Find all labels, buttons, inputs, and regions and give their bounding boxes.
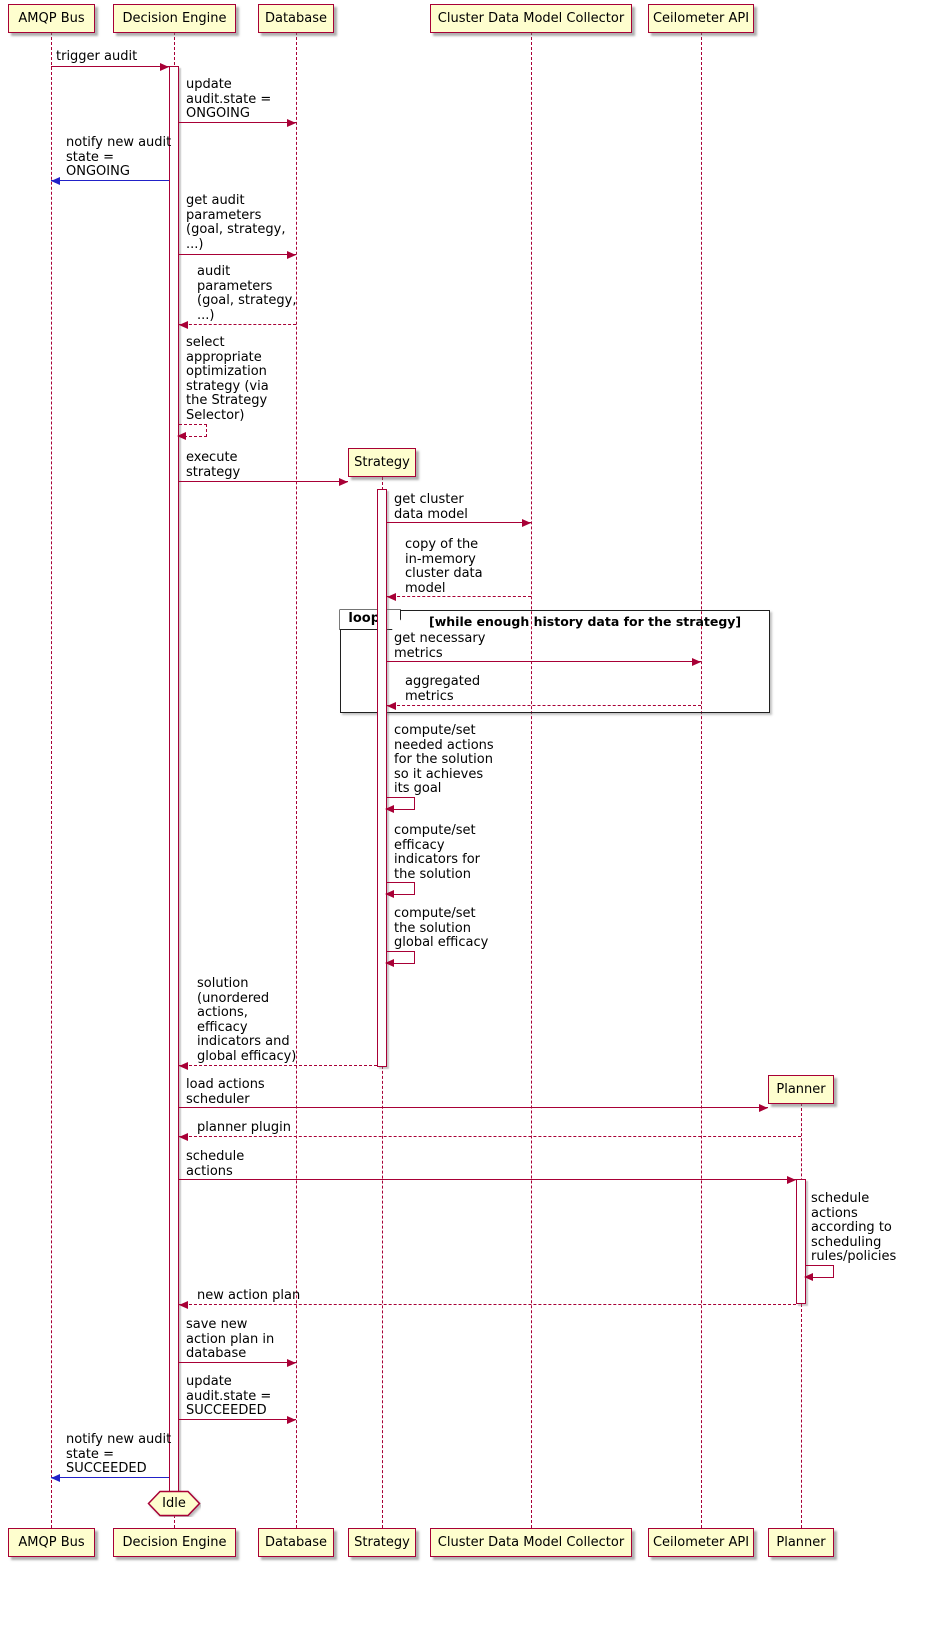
message-new-action-plan: new action plan bbox=[197, 1288, 301, 1303]
participant-bottom-strategy: Strategy bbox=[348, 1528, 416, 1557]
arrow-compute-global-efficacy-self bbox=[385, 951, 415, 967]
participant-bottom-amqp-bus: AMQP Bus bbox=[8, 1528, 95, 1557]
message-select-strategy: select appropriate optimization strategy… bbox=[186, 335, 269, 423]
arrow-aggregated-metrics bbox=[387, 702, 701, 710]
arrow-notify-succeeded bbox=[51, 1474, 169, 1482]
hexagon-icon bbox=[147, 1490, 201, 1517]
participant-top-ceilometer-api: Ceilometer API bbox=[648, 4, 754, 33]
arrow-execute-strategy bbox=[179, 478, 348, 486]
arrow-compute-efficacy-indicators-self bbox=[385, 882, 415, 898]
message-compute-needed-actions: compute/set needed actions for the solut… bbox=[394, 723, 494, 796]
participant-bottom-cluster-collector: Cluster Data Model Collector bbox=[430, 1528, 632, 1557]
message-get-cluster-data-model: get cluster data model bbox=[394, 492, 468, 522]
message-audit-parameters-return: audit parameters (goal, strategy, ...) bbox=[197, 264, 297, 323]
message-schedule-actions: schedule actions bbox=[186, 1149, 245, 1179]
arrow-update-state-succeeded bbox=[179, 1416, 296, 1424]
participant-bottom-decision-engine: Decision Engine bbox=[113, 1528, 236, 1557]
message-update-state-ongoing: update audit.state = ONGOING bbox=[186, 77, 272, 121]
activation-decision-engine bbox=[169, 66, 179, 1502]
idle-label: Idle bbox=[162, 1496, 186, 1511]
message-notify-ongoing: notify new audit state = ONGOING bbox=[66, 135, 172, 179]
activation-planner bbox=[796, 1179, 806, 1304]
arrow-planner-plugin bbox=[179, 1133, 801, 1141]
arrow-schedule-according-rules-self bbox=[804, 1265, 834, 1281]
lifeline-database bbox=[296, 32, 297, 1528]
arrow-get-cluster-data-model bbox=[387, 519, 531, 527]
message-compute-efficacy-indicators: compute/set efficacy indicators for the … bbox=[394, 823, 481, 882]
arrow-cluster-model-copy bbox=[387, 593, 531, 601]
arrow-get-audit-parameters bbox=[179, 251, 296, 259]
message-planner-plugin: planner plugin bbox=[197, 1120, 291, 1135]
arrow-audit-parameters-return bbox=[179, 321, 296, 329]
participant-top-amqp-bus: AMQP Bus bbox=[8, 4, 95, 33]
arrow-trigger-audit bbox=[51, 63, 169, 71]
activation-strategy bbox=[377, 489, 387, 1067]
message-execute-strategy: execute strategy bbox=[186, 450, 241, 480]
lifeline-planner bbox=[801, 1103, 802, 1528]
participant-created-planner: Planner bbox=[768, 1075, 834, 1104]
lifeline-cluster-collector bbox=[531, 32, 532, 1528]
message-schedule-according-rules: schedule actions according to scheduling… bbox=[811, 1191, 897, 1264]
message-save-action-plan: save new action plan in database bbox=[186, 1317, 275, 1361]
lifeline-amqp-bus bbox=[51, 32, 52, 1528]
message-cluster-model-copy: copy of the in-memory cluster data model bbox=[405, 537, 483, 596]
loop-keyword: loop bbox=[348, 611, 381, 627]
participant-bottom-database: Database bbox=[258, 1528, 334, 1557]
arrow-compute-needed-actions-self bbox=[385, 797, 415, 813]
loop-keyword-tab: loop bbox=[339, 609, 402, 631]
lifeline-ceilometer-api bbox=[701, 32, 702, 1528]
idle-end-state: Idle bbox=[147, 1490, 201, 1517]
participant-top-database: Database bbox=[258, 4, 334, 33]
arrow-new-action-plan bbox=[179, 1301, 796, 1309]
arrow-schedule-actions bbox=[179, 1176, 796, 1184]
loop-condition: [while enough history data for the strat… bbox=[429, 614, 742, 629]
message-load-actions-scheduler: load actions scheduler bbox=[186, 1077, 265, 1107]
message-get-audit-parameters: get audit parameters (goal, strategy, ..… bbox=[186, 193, 286, 252]
message-notify-succeeded: notify new audit state = SUCCEEDED bbox=[66, 1432, 172, 1476]
participant-top-decision-engine: Decision Engine bbox=[113, 4, 236, 33]
arrow-save-action-plan bbox=[179, 1359, 296, 1367]
arrow-load-actions-scheduler bbox=[179, 1104, 768, 1112]
arrow-get-necessary-metrics bbox=[387, 658, 701, 666]
arrow-select-strategy-self bbox=[177, 424, 207, 440]
participant-top-cluster-collector: Cluster Data Model Collector bbox=[430, 4, 632, 33]
participant-bottom-ceilometer-api: Ceilometer API bbox=[648, 1528, 754, 1557]
message-update-state-succeeded: update audit.state = SUCCEEDED bbox=[186, 1374, 272, 1418]
participant-created-strategy: Strategy bbox=[348, 448, 416, 477]
message-trigger-audit: trigger audit bbox=[56, 49, 138, 64]
arrow-notify-ongoing bbox=[51, 177, 169, 185]
participant-bottom-planner: Planner bbox=[768, 1528, 834, 1557]
message-get-necessary-metrics: get necessary metrics bbox=[394, 631, 486, 661]
message-compute-global-efficacy: compute/set the solution global efficacy bbox=[394, 906, 489, 950]
arrow-solution-return bbox=[179, 1062, 377, 1070]
arrow-update-state-ongoing bbox=[179, 119, 296, 127]
message-aggregated-metrics: aggregated metrics bbox=[405, 674, 481, 704]
message-solution-return: solution (unordered actions, efficacy in… bbox=[197, 976, 297, 1064]
